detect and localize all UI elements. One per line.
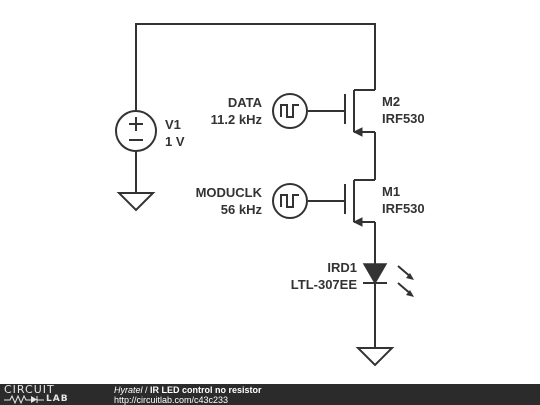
schematic-canvas: V1 1 V M2 IRF530 DATA 11.2 kHz M1 IRF530… [115,23,425,367]
logo-text-lab: LAB [46,394,69,404]
footer-author[interactable]: Hyratel [114,385,143,395]
led-ird1[interactable] [362,263,414,297]
m1-name: M1 [382,184,400,199]
mosfet-m2[interactable] [344,89,375,137]
footer-bar: CIRCUIT LAB Hyratel / IR LED control no … [0,384,540,405]
moduclk-source-name: MODUCLK [196,185,263,200]
m2-part: IRF530 [382,111,425,126]
v1-name: V1 [165,117,181,132]
resistor-diode-icon [4,395,44,404]
mosfet-m1[interactable] [344,179,375,227]
logo-text-circuit: CIRCUIT [4,383,55,396]
footer-url[interactable]: http://circuitlab.com/c43c233 [114,395,229,405]
ground-led [355,347,395,367]
circuitlab-logo[interactable]: CIRCUIT LAB [4,384,92,405]
v1-value: 1 V [165,134,185,149]
square-wave-source-moduclk[interactable] [272,183,308,219]
footer-circuit-title[interactable]: IR LED control no resistor [150,385,262,395]
ird1-name: IRD1 [327,260,357,275]
data-source-name: DATA [228,95,263,110]
footer-separator: / [142,385,151,395]
footer-title-line: Hyratel / IR LED control no resistor [114,385,262,395]
ground-v1 [116,192,156,212]
wire-top [135,23,376,110]
data-source-value: 11.2 kHz [211,112,263,127]
square-wave-source-data[interactable] [272,93,308,129]
voltage-source-v1[interactable] [115,110,157,152]
m2-name: M2 [382,94,400,109]
m1-part: IRF530 [382,201,425,216]
ird1-part: LTL-307EE [291,277,358,292]
moduclk-source-value: 56 kHz [221,202,263,217]
